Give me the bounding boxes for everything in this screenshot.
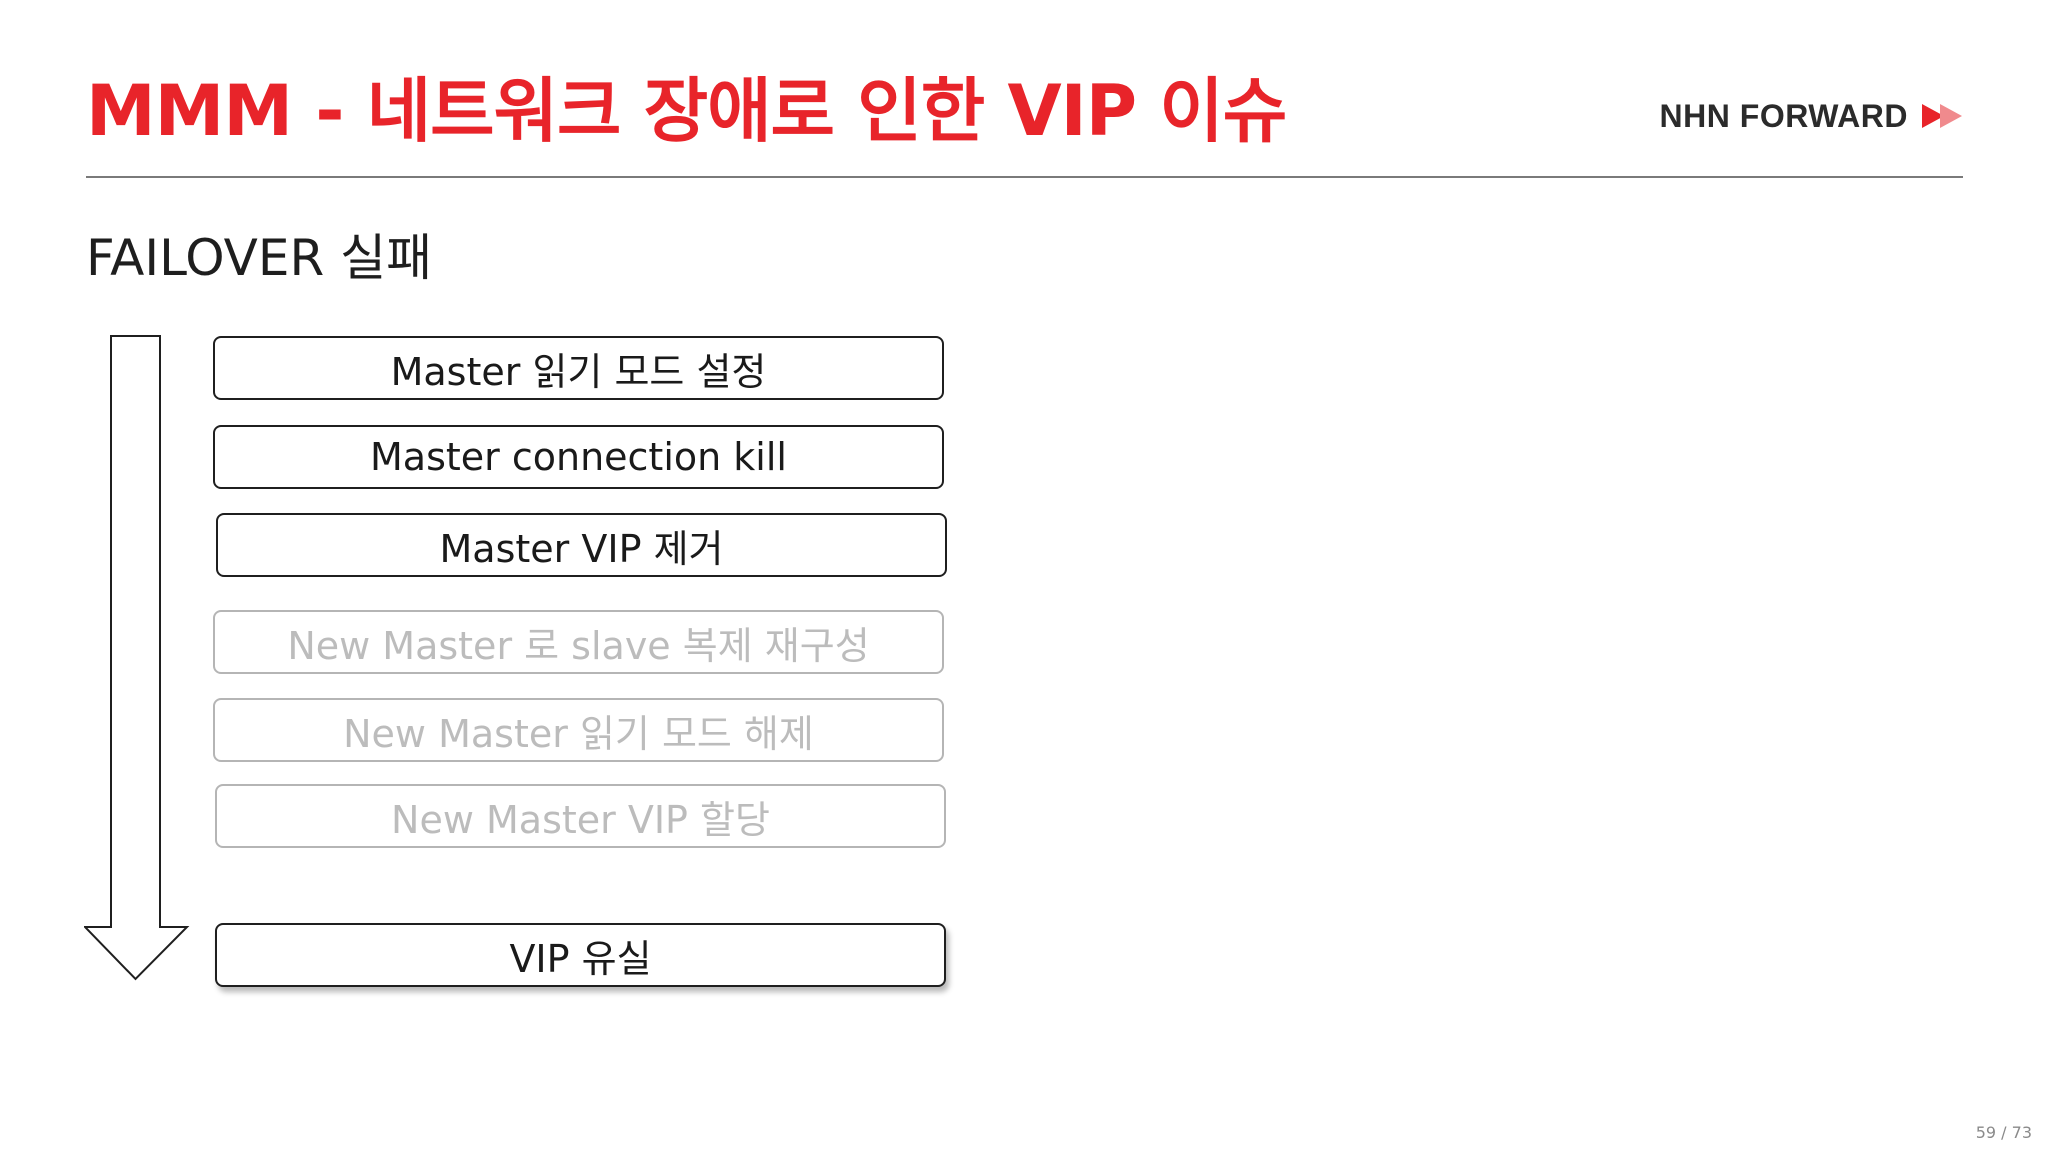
- step-new-master-replication: New Master 로 slave 복제 재구성: [213, 610, 944, 674]
- header-divider: [86, 176, 1963, 178]
- down-arrow-icon: [84, 335, 190, 981]
- step-master-vip-remove: Master VIP 제거: [216, 513, 947, 577]
- step-master-readonly: Master 읽기 모드 설정: [213, 336, 944, 400]
- step-master-connection-kill: Master connection kill: [213, 425, 944, 489]
- step-new-master-readonly-off: New Master 읽기 모드 해제: [213, 698, 944, 762]
- page-number: 59 / 73: [1975, 1123, 2032, 1142]
- brand-name: NHN FORWARD: [1659, 97, 1908, 134]
- step-new-master-vip-assign: New Master VIP 할당: [215, 784, 946, 848]
- brand-logo: NHN FORWARD: [1660, 96, 1964, 136]
- page-title: MMM - 네트워크 장애로 인한 VIP 이슈: [86, 70, 1287, 152]
- result-vip-lost: VIP 유실: [215, 923, 946, 987]
- section-subtitle: FAILOVER 실패: [86, 229, 433, 287]
- double-play-icon: [1922, 104, 1962, 128]
